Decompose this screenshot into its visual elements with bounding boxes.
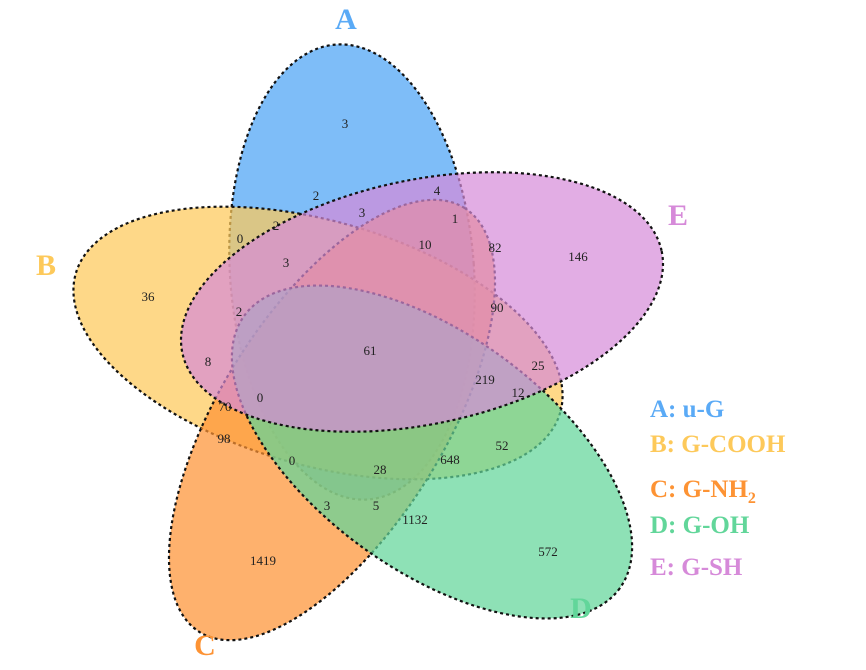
legend-item-d: D: G-OH [650, 512, 750, 539]
region-count: 1419 [250, 553, 276, 568]
region-count: 3 [359, 205, 366, 220]
region-count: 61 [364, 343, 377, 358]
region-count: 98 [218, 431, 231, 446]
region-count: 572 [538, 544, 558, 559]
region-count: 648 [440, 452, 460, 467]
region-count: 8 [205, 354, 212, 369]
set-label-a: A [335, 3, 357, 36]
region-count: 3 [342, 116, 349, 131]
region-count: 0 [237, 231, 244, 246]
legend-item-a: A: u-G [650, 396, 724, 423]
set-label-e: E [668, 199, 688, 232]
set-label-b: B [36, 249, 56, 282]
set-shapes [72, 43, 665, 642]
region-count: 82 [489, 240, 502, 255]
region-count: 28 [374, 462, 387, 477]
region-count: 5 [373, 498, 380, 513]
region-count: 4 [434, 183, 441, 198]
region-count: 12 [512, 385, 525, 400]
region-count: 146 [568, 249, 588, 264]
legend-item-e: E: G-SH [650, 554, 743, 581]
region-count: 25 [532, 358, 545, 373]
region-counts: 3 36 1419 572 146 2 4 0 2 3 1 10 82 3 2 … [142, 116, 589, 568]
legend: A: u-G B: G-COOH C: G-NH2 D: G-OH E: G-S… [650, 396, 786, 581]
set-labels: A B C D E [36, 3, 688, 662]
region-count: 2 [313, 188, 320, 203]
set-label-c: C [194, 629, 216, 662]
region-count: 2 [273, 218, 280, 233]
region-count: 52 [496, 438, 509, 453]
region-count: 3 [324, 498, 331, 513]
legend-item-c: C: G-NH2 [650, 476, 756, 507]
region-count: 0 [257, 390, 264, 405]
region-count: 90 [491, 300, 504, 315]
region-count: 219 [475, 372, 495, 387]
region-count: 2 [236, 304, 243, 319]
legend-item-b: B: G-COOH [650, 431, 786, 458]
region-count: 3 [283, 255, 290, 270]
set-label-d: D [570, 592, 592, 625]
region-count: 36 [142, 289, 156, 304]
region-count: 1 [452, 211, 459, 226]
region-count: 70 [219, 399, 232, 414]
region-count: 10 [419, 237, 432, 252]
set-e-ellipse [179, 171, 665, 433]
region-count: 1132 [402, 512, 428, 527]
region-count: 0 [289, 453, 296, 468]
